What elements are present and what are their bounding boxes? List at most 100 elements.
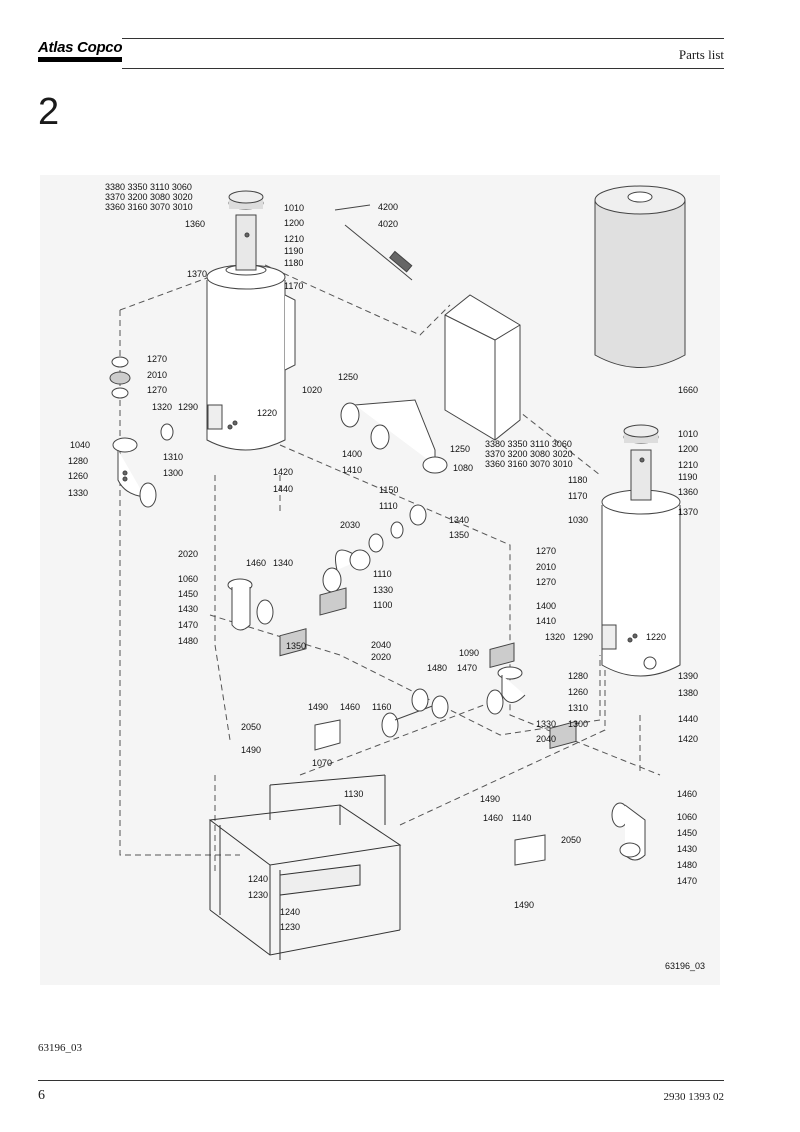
part-label: 1660 [678, 385, 698, 395]
part-label: 1470 [457, 663, 477, 673]
part-label: 2010 [536, 562, 556, 572]
pipe-1080 [340, 399, 448, 474]
part-label: 1450 [677, 828, 697, 838]
part-label: 1230 [280, 922, 300, 932]
part-label: 1230 [248, 890, 268, 900]
elbow-1040 [112, 437, 157, 508]
atlas-copco-logo: Atlas Copco [38, 40, 123, 62]
part-label: 1480 [427, 663, 447, 673]
part-label: 1260 [68, 471, 88, 481]
part-label: 4200 [378, 202, 398, 212]
part-label: 1440 [273, 484, 293, 494]
part-label: 1480 [178, 636, 198, 646]
part-label: 1080 [453, 463, 473, 473]
part-label: 1270 [536, 577, 556, 587]
part-label: 1360 [678, 487, 698, 497]
part-label: 1320 [545, 632, 565, 642]
part-label: 1250 [450, 444, 470, 454]
valve-1060-right [611, 802, 646, 861]
document-number: 2930 1393 02 [663, 1091, 725, 1103]
part-label: 1460 [340, 702, 360, 712]
part-label: 1340 [273, 558, 293, 568]
part-label: 1270 [536, 546, 556, 556]
part-label: 1170 [568, 491, 587, 501]
part-label: 1060 [178, 574, 198, 584]
part-label: 2040 [371, 640, 391, 650]
part-label: 1200 [678, 444, 698, 454]
part-label: 3380 3350 3110 3060 [105, 182, 192, 192]
regulators [279, 587, 577, 749]
part-label: 1410 [342, 465, 362, 475]
part-label: 1460 [677, 789, 697, 799]
pipe-1100 [322, 504, 427, 593]
support-frame [208, 774, 402, 960]
part-label: 1330 [536, 719, 556, 729]
part-label: 3360 3160 3070 3010 [485, 459, 573, 469]
part-label: 1140 [512, 813, 531, 823]
part-label: 1470 [178, 620, 198, 630]
part-label: 1190 [284, 246, 303, 256]
part-label: 1380 [678, 688, 698, 698]
part-label: 1220 [646, 632, 666, 642]
part-label: 1460 [483, 813, 503, 823]
part-label: 1320 [152, 402, 172, 412]
fittings [314, 719, 546, 866]
part-label: 1460 [246, 558, 266, 568]
part-label: 1040 [70, 440, 90, 450]
footer-rule [38, 1080, 724, 1081]
part-label: 1400 [342, 449, 362, 459]
part-label: 1210 [284, 234, 304, 244]
part-label: 1470 [677, 876, 697, 886]
part-label: 2040 [536, 734, 556, 744]
part-label: 1010 [284, 203, 304, 213]
part-label: 1170 [284, 281, 303, 291]
part-label: 1330 [373, 585, 393, 595]
part-label: 2010 [147, 370, 167, 380]
part-label: 1440 [678, 714, 698, 724]
part-label: 1490 [480, 794, 500, 804]
header-rule-top [122, 38, 724, 39]
part-label: 63196_03 [665, 961, 705, 971]
part-label: 1490 [241, 745, 261, 755]
part-label: 1480 [677, 860, 697, 870]
part-label: 3370 3200 3080 3020 [485, 449, 573, 459]
part-label: 1240 [280, 907, 300, 917]
part-label: 1310 [163, 452, 183, 462]
pipe-1160 [381, 688, 449, 738]
part-label: 1260 [568, 687, 588, 697]
part-label: 1400 [536, 601, 556, 611]
part-label: 1420 [273, 467, 293, 477]
part-label: 1450 [178, 589, 198, 599]
part-label: 1350 [286, 641, 306, 651]
part-label: 1410 [536, 616, 556, 626]
valve-1060-left [227, 578, 274, 631]
part-label: 4020 [378, 219, 398, 229]
part-label: 1150 [379, 485, 398, 495]
part-label: 1360 [185, 219, 205, 229]
part-label: 1060 [677, 812, 697, 822]
right-vessel [601, 424, 681, 677]
header-rule-bottom [122, 68, 724, 69]
part-label: 1090 [459, 648, 479, 658]
part-label: 1020 [302, 385, 322, 395]
part-label: 1030 [568, 515, 588, 525]
cable-assembly [334, 204, 413, 281]
part-label: 1270 [147, 385, 167, 395]
part-label: 1490 [514, 900, 534, 910]
part-label: 1160 [372, 702, 391, 712]
part-label: 1300 [163, 468, 183, 478]
bolts [122, 232, 645, 643]
part-label: 1180 [568, 475, 587, 485]
part-label: 3380 3350 3110 3060 [485, 439, 572, 449]
part-label: 2050 [561, 835, 581, 845]
header-title: Parts list [678, 47, 724, 62]
part-label: 1430 [677, 844, 697, 854]
part-label: 1250 [338, 372, 358, 382]
part-label: 2020 [371, 652, 391, 662]
part-label: 1130 [344, 789, 363, 799]
part-label: 1110 [379, 501, 398, 511]
part-label: 1280 [568, 671, 588, 681]
page-number: 6 [38, 1088, 45, 1103]
